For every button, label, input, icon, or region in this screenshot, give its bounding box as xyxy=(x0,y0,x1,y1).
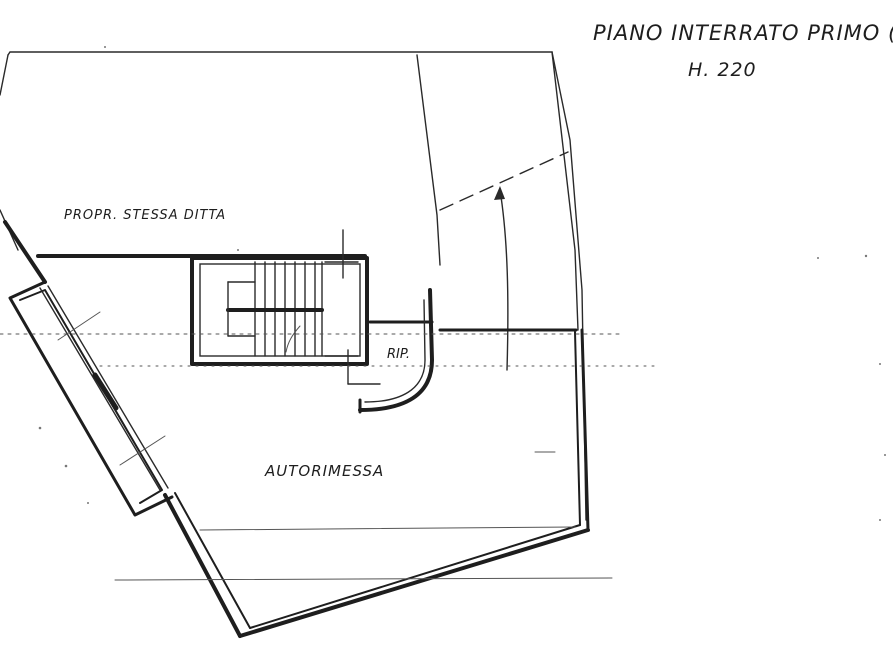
neighbour-property-outline: PROPR. STESSA DITTA xyxy=(0,51,587,521)
garage-room-label: AUTORIMESSA xyxy=(264,462,384,480)
stairwell xyxy=(190,229,381,385)
drawing-title: PIANO INTERRATO PRIMO (S xyxy=(593,21,893,45)
title-block: PIANO INTERRATO PRIMO (S H. 220 xyxy=(593,21,893,81)
scan-lines xyxy=(0,333,661,581)
storage-room: RIP. xyxy=(358,288,434,414)
storage-room-label: RIP. xyxy=(387,347,410,362)
window-bay xyxy=(8,280,174,517)
neighbour-room-label: PROPR. STESSA DITTA xyxy=(64,208,226,223)
scan-specks xyxy=(38,46,886,521)
ramp-arrow xyxy=(494,186,509,371)
garage-perimeter-walls xyxy=(3,220,590,638)
ceiling-height-label: H. 220 xyxy=(688,59,757,81)
